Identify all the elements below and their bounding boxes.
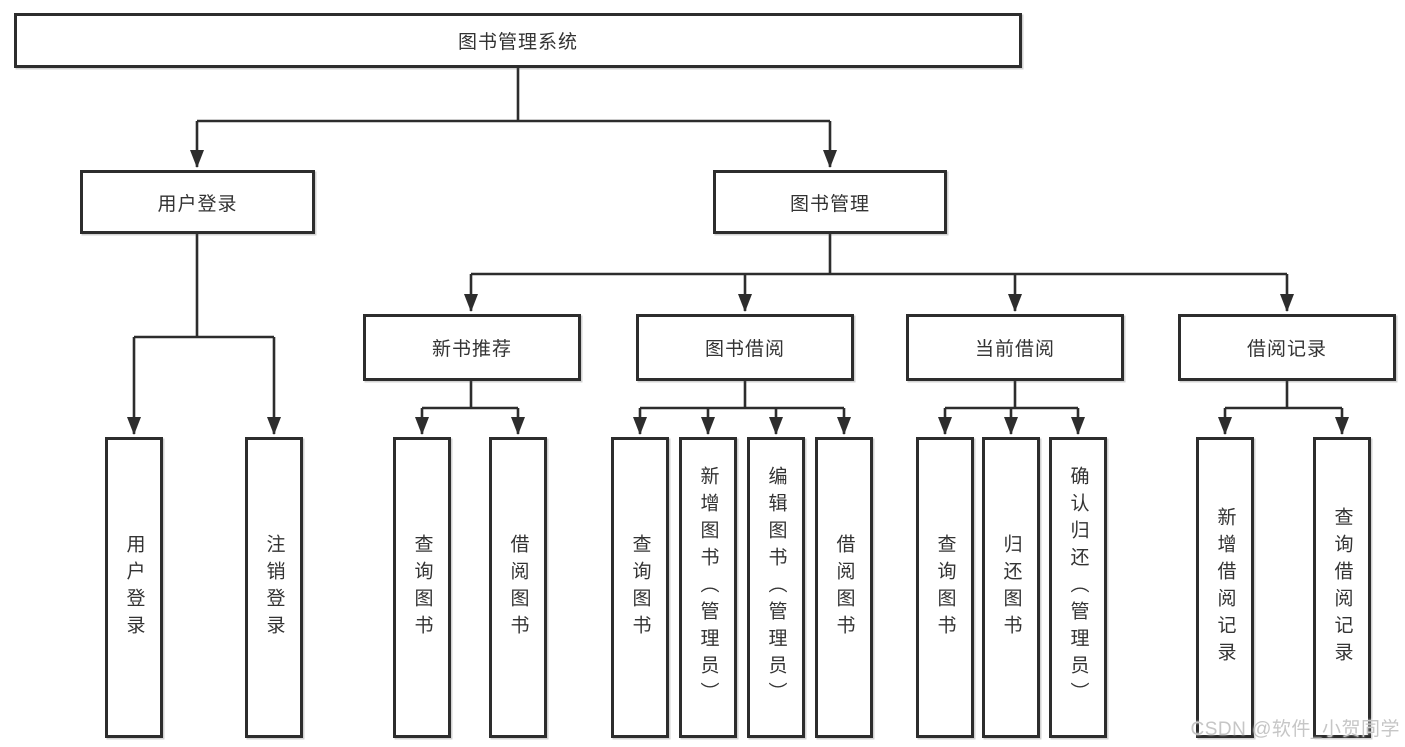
leaf-borrow-books-2-label: 借阅图书 [833,533,855,642]
leaf-user-login-label: 用户登录 [123,533,145,642]
leaf-return-books: 归还图书 [982,437,1040,738]
csdn-watermark: CSDN @软件_小贺同学 [1190,719,1400,740]
leaf-edit-books-admin-label: 编辑图书（管理员） [765,466,787,709]
node-book-management-branch: 图书管理 [713,170,947,234]
leaf-query-borrow-record: 查询借阅记录 [1313,437,1371,738]
leaf-add-borrow-record-label: 新增借阅记录 [1214,506,1236,669]
wire-root-trunk [197,68,830,123]
node-current-borrow: 当前借阅 [906,314,1124,381]
leaf-query-borrow-record-label: 查询借阅记录 [1331,506,1353,669]
wire-login-trunk [134,234,274,339]
leaf-query-books-3: 查询图书 [916,437,974,738]
leaf-add-books-admin-label: 新增图书（管理员） [697,466,719,709]
node-user-login-branch: 用户登录 [80,170,315,234]
leaf-confirm-return-admin-label: 确认归还（管理员） [1067,466,1089,709]
node-borrow-records: 借阅记录 [1178,314,1396,381]
leaf-borrow-books-1: 借阅图书 [489,437,547,738]
leaf-add-borrow-record: 新增借阅记录 [1196,437,1254,738]
leaf-edit-books-admin: 编辑图书（管理员） [747,437,805,738]
leaf-query-books-2: 查询图书 [611,437,669,738]
node-root: 图书管理系统 [14,13,1022,68]
wire-group3-trunk [945,381,1078,410]
leaf-logout: 注销登录 [245,437,303,738]
leaf-return-books-label: 归还图书 [1000,533,1022,642]
wire-group1-trunk [422,381,518,410]
leaf-query-books-1-label: 查询图书 [411,533,433,642]
leaf-query-books-1: 查询图书 [393,437,451,738]
leaf-borrow-books-2: 借阅图书 [815,437,873,738]
node-new-book-recommend: 新书推荐 [363,314,581,381]
leaf-query-books-3-label: 查询图书 [934,533,956,642]
node-book-borrow: 图书借阅 [636,314,854,381]
leaf-logout-label: 注销登录 [263,533,285,642]
leaf-query-books-2-label: 查询图书 [629,533,651,642]
leaf-borrow-books-1-label: 借阅图书 [507,533,529,642]
wire-group4-trunk [1225,381,1342,410]
wire-mgmt-trunk [471,234,1287,276]
leaf-user-login: 用户登录 [105,437,163,738]
leaf-add-books-admin: 新增图书（管理员） [679,437,737,738]
leaf-confirm-return-admin: 确认归还（管理员） [1049,437,1107,738]
wire-group2-trunk [640,381,844,410]
